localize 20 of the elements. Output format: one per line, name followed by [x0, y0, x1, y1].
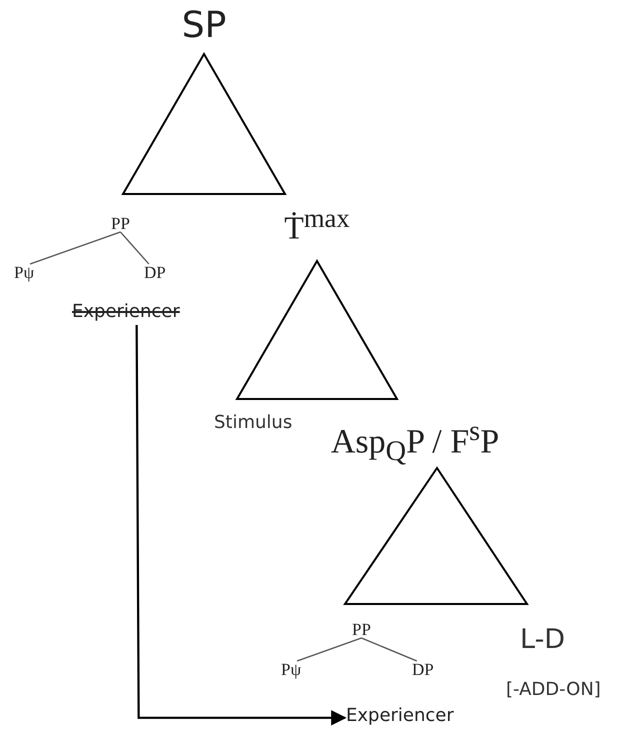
- node-label: Experiencer: [346, 707, 454, 725]
- feature-label: [-ADD-ON]: [506, 681, 601, 699]
- node-label: Experiencer: [72, 303, 180, 321]
- branch-line: [361, 637, 418, 662]
- node-label: SP: [180, 8, 228, 44]
- node-label: L-D: [520, 626, 566, 653]
- node-label: Asp$_{Q}$P / F$^{s}$P: [330, 418, 500, 466]
- triangle-node: [120, 8, 288, 196]
- movement-arrow: [136, 325, 347, 726]
- node-label: DP: [412, 661, 434, 678]
- node-label: PP: [111, 215, 130, 232]
- node-label: Pψ: [14, 264, 34, 281]
- node-label: Stimulus: [214, 414, 292, 432]
- branch-line: [296, 637, 362, 662]
- node-label: PP: [352, 621, 371, 638]
- node-label: Ṫ$^{max}$: [283, 205, 351, 244]
- branch-line: [120, 232, 150, 264]
- node-label: Pψ: [281, 661, 302, 678]
- node-label: DP: [144, 264, 166, 281]
- branch-line: [30, 231, 121, 265]
